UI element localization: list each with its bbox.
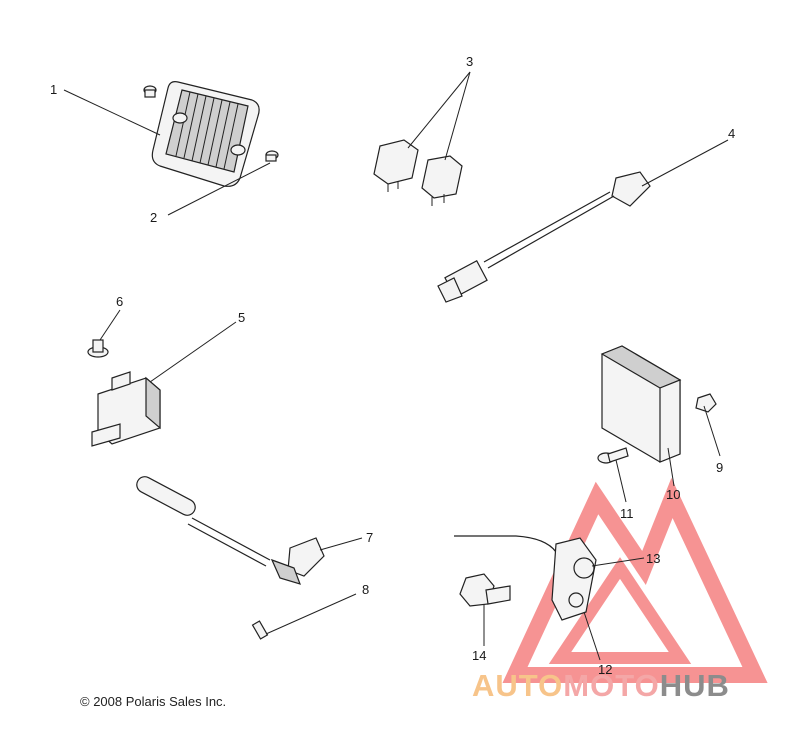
callout-6: 6: [116, 294, 123, 309]
position-sensor: [454, 535, 597, 621]
watermark-brand: AUTOMOTOHUB: [472, 668, 730, 704]
leader-3b: [444, 71, 471, 161]
nut: [695, 393, 717, 413]
watermark-logo-triangle: [502, 477, 768, 683]
callout-2: 2: [150, 210, 157, 225]
leader-5: [149, 321, 237, 383]
leader-4: [641, 139, 729, 187]
leader-8: [265, 593, 357, 635]
leader-13: [591, 557, 645, 567]
leader-1: [63, 89, 161, 136]
leader-11: [615, 459, 627, 503]
callout-13: 13: [646, 551, 660, 566]
callout-1: 1: [50, 82, 57, 97]
regulator-screw-2: [265, 150, 279, 162]
speed-sensor-harness: [437, 171, 651, 303]
callout-11: 11: [620, 506, 634, 521]
control-module: [600, 345, 682, 463]
callout-7: 7: [366, 530, 373, 545]
sensor-with-cable: [136, 476, 325, 585]
bracket-bolt: [459, 573, 511, 607]
leader-12: [583, 611, 601, 661]
callout-5: 5: [238, 310, 245, 325]
callout-12: 12: [598, 662, 612, 677]
sensor-screw: [251, 620, 269, 640]
watermark-part-1: AUTO: [472, 668, 564, 703]
callout-14: 14: [472, 648, 486, 663]
leader-10: [667, 447, 675, 487]
callout-3: 3: [466, 54, 473, 69]
leader-7: [319, 537, 363, 551]
watermark-part-2: MOTO: [563, 668, 660, 703]
regulator-screw-1: [143, 85, 157, 98]
leader-2: [167, 162, 271, 216]
voltage-regulator: [151, 81, 260, 187]
leader-9: [703, 405, 721, 457]
leader-3a: [407, 71, 471, 149]
copyright-text: © 2008 Polaris Sales Inc.: [80, 694, 227, 709]
leader-6: [99, 309, 121, 341]
relay-b: [421, 155, 463, 206]
watermark-part-3: HUB: [659, 668, 730, 703]
starter-relay: [91, 371, 161, 447]
callout-10: 10: [666, 487, 680, 502]
module-bolt: [597, 447, 629, 464]
relay-a: [373, 139, 419, 192]
relay-mount-screw: [87, 339, 109, 358]
callout-8: 8: [362, 582, 369, 597]
callout-4: 4: [728, 126, 735, 141]
callout-9: 9: [716, 460, 723, 475]
